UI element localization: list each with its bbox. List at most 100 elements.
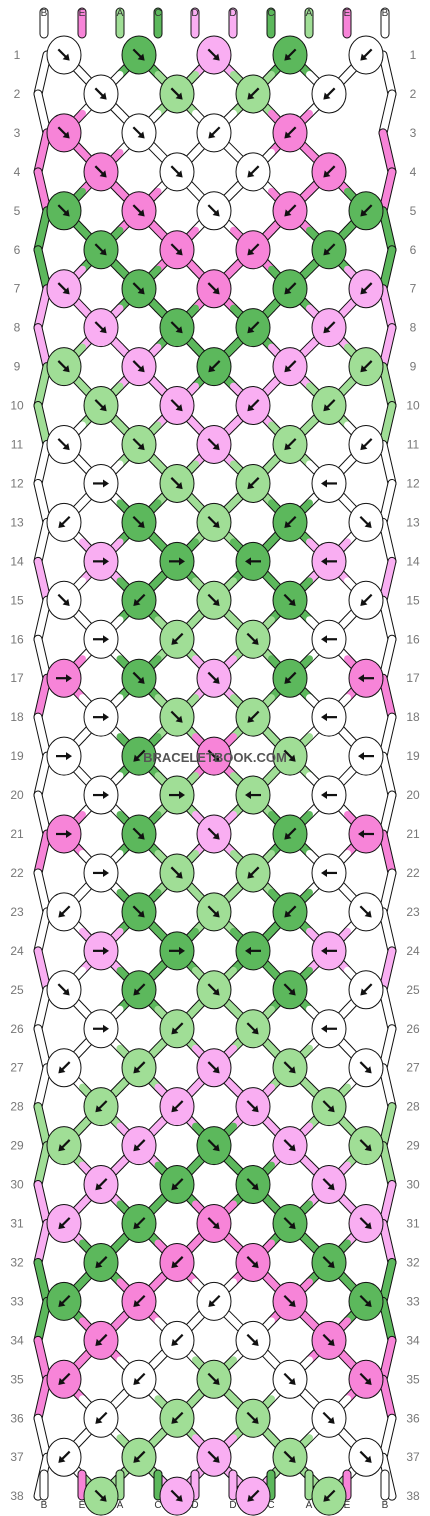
- knot-arrow-head: [99, 248, 107, 256]
- watermark: BRACELETBOOK.COM: [143, 750, 287, 765]
- edge-thread-left: [34, 324, 51, 371]
- edge-thread-left: [34, 90, 51, 137]
- edge-thread-left: [34, 635, 51, 682]
- knot-arrow-head: [321, 868, 327, 877]
- row-number-left: 8: [14, 321, 21, 335]
- row-number-right: 27: [406, 1061, 420, 1075]
- knot-arrow-head: [175, 170, 183, 178]
- knot-arrow-head: [247, 326, 255, 334]
- knot-arrow-head: [208, 1299, 216, 1308]
- row-number-left: 36: [10, 1411, 24, 1425]
- knot-arrow-head: [323, 404, 331, 412]
- row-number-left: 1: [14, 48, 21, 62]
- knot-arrow-head: [321, 635, 327, 644]
- edge-thread-left: [34, 479, 51, 526]
- knot-arrow-head: [284, 365, 292, 373]
- edge-thread-right: [379, 557, 396, 604]
- row-number-right: 28: [406, 1100, 420, 1114]
- knot-arrow-head: [284, 53, 292, 61]
- knot-arrow-head: [171, 1261, 179, 1269]
- edge-thread-left: [34, 596, 51, 643]
- edge-thread-right: [379, 1297, 396, 1344]
- knot-arrow-head: [284, 287, 292, 295]
- knot-arrow-head: [245, 791, 251, 800]
- knot-arrow-head: [360, 598, 368, 606]
- knot-arrow-head: [212, 53, 220, 61]
- row-number-left: 32: [10, 1255, 24, 1269]
- knot-arrow-head: [288, 1377, 296, 1385]
- edge-thread-left: [34, 1103, 51, 1150]
- edge-thread-left: [34, 752, 51, 799]
- knot-arrow-head: [323, 326, 331, 334]
- string-letter-top: C: [154, 8, 161, 19]
- knot-arrow-head: [360, 209, 368, 217]
- edge-thread-right: [379, 402, 396, 448]
- string-letter-top: A: [117, 8, 124, 19]
- knot-arrow-head: [103, 868, 109, 877]
- top-thread-stub: [380, 7, 390, 39]
- knot-arrow-head: [62, 131, 70, 139]
- knot-arrow-head: [284, 209, 292, 217]
- knot-arrow-head: [358, 674, 364, 683]
- knot-arrow-head: [171, 637, 179, 645]
- knot-arrow-head: [58, 1299, 66, 1308]
- knot-arrow-head: [99, 1494, 107, 1502]
- knot-arrow-head: [247, 248, 255, 256]
- knot-arrow-head: [321, 946, 327, 955]
- string-letter-bottom: B: [41, 1500, 48, 1511]
- edge-thread-left: [34, 557, 51, 604]
- knot-arrow-head: [323, 1494, 331, 1502]
- edge-thread-right: [379, 1258, 396, 1305]
- string-letter-top: E: [79, 8, 86, 19]
- knot-arrow-head: [133, 1066, 141, 1074]
- knot-arrow-head: [95, 1183, 103, 1191]
- knot-arrow-head: [99, 170, 107, 178]
- knot-arrow-head: [288, 1222, 296, 1230]
- edge-thread-left: [34, 441, 51, 487]
- knot-arrow-head: [284, 520, 292, 529]
- row-number-left: 17: [10, 671, 24, 685]
- knot-layer: [46, 35, 384, 1516]
- row-number-left: 16: [10, 632, 24, 646]
- edge-thread-right: [379, 1220, 396, 1266]
- edge-thread-left: [34, 713, 51, 760]
- row-number-right: 5: [410, 204, 417, 218]
- knot-arrow-head: [323, 92, 331, 100]
- knot-arrow-head: [58, 1377, 66, 1385]
- edge-thread-right: [379, 479, 396, 526]
- knot-arrow-head: [321, 1024, 327, 1033]
- knot-arrow-head: [137, 209, 145, 217]
- edge-thread-right: [379, 518, 396, 565]
- edge-thread-left: [34, 869, 51, 916]
- knot-arrow-head: [133, 1144, 141, 1152]
- row-number-right: 9: [410, 360, 417, 374]
- edge-thread-right: [379, 1064, 396, 1111]
- knot-arrow-head: [212, 1455, 220, 1463]
- row-number-right: 11: [407, 438, 420, 452]
- edge-thread-left: [34, 1336, 51, 1383]
- row-number-left: 35: [10, 1372, 24, 1386]
- edge-thread-right: [379, 1025, 396, 1072]
- row-number-left: 20: [10, 788, 24, 802]
- row-number-right: 30: [406, 1178, 420, 1192]
- knot-arrow-head: [251, 637, 259, 645]
- string-letter-bottom: E: [79, 1500, 86, 1511]
- edge-thread-left: [34, 246, 51, 293]
- knot-arrow-head: [288, 754, 296, 762]
- row-number-left: 19: [10, 749, 24, 763]
- edge-thread-left: [34, 1414, 51, 1461]
- row-number-right: 38: [406, 1489, 420, 1503]
- knot-arrow-head: [245, 557, 251, 566]
- edge-thread-left: [34, 129, 51, 176]
- knot-arrow-head: [245, 946, 251, 955]
- row-number-right: 34: [406, 1333, 420, 1347]
- knot-arrow-head: [175, 871, 183, 879]
- edge-thread-right: [379, 674, 396, 721]
- knot-arrow-head: [327, 1338, 335, 1347]
- knot-arrow-head: [62, 287, 70, 295]
- knot-arrow-head: [171, 1027, 179, 1035]
- knot-arrow-head: [62, 365, 70, 373]
- knot-arrow-head: [364, 1066, 372, 1074]
- row-number-right: 14: [406, 554, 420, 568]
